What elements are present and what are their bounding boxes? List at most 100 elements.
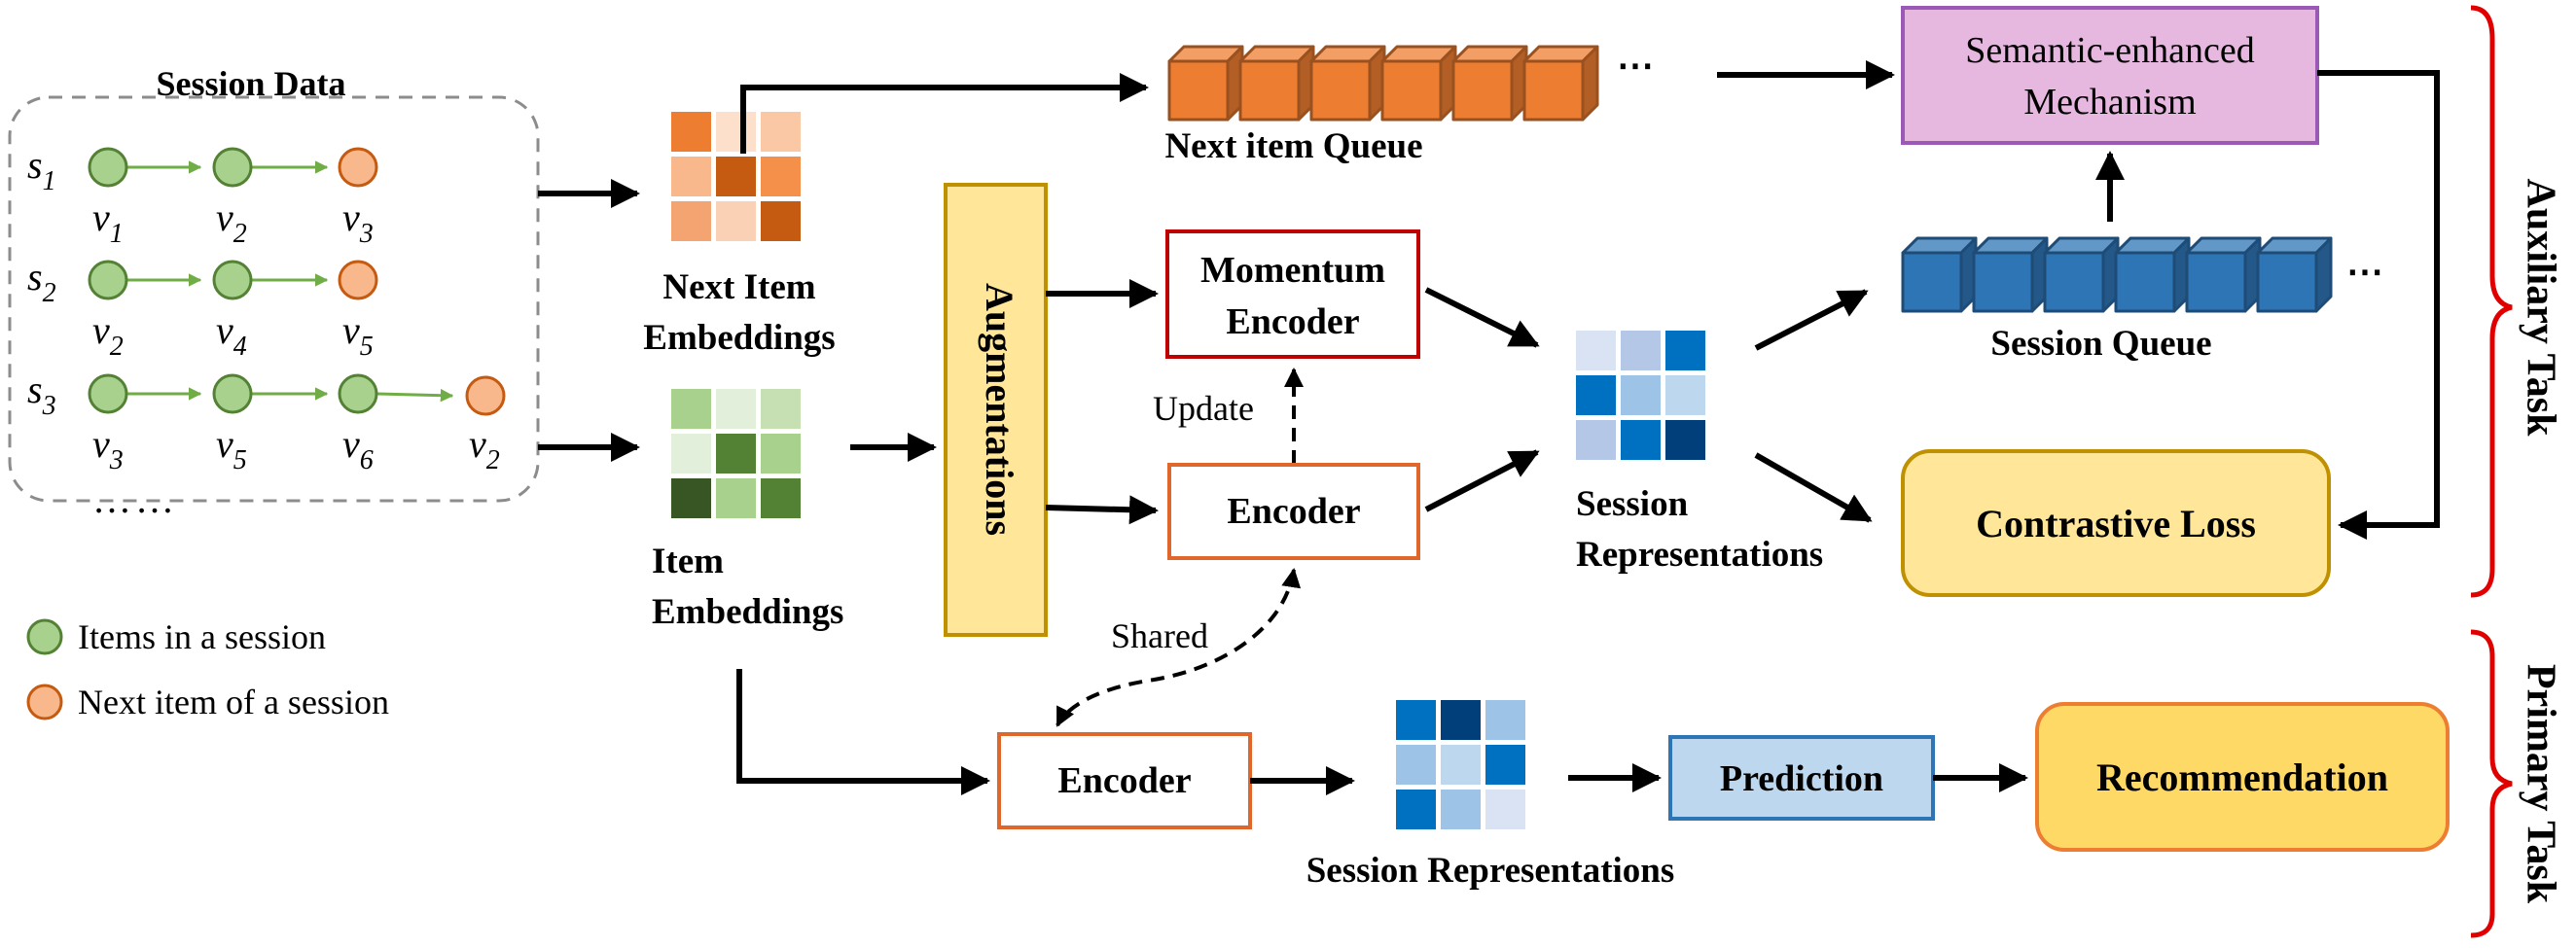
legend-items-label: Items in a session <box>78 617 326 656</box>
queue-cube <box>1451 45 1528 122</box>
queue-cube-face <box>2114 251 2176 313</box>
matrix-cell <box>1621 420 1661 460</box>
session-queue-label: Session Queue <box>1990 324 2211 364</box>
auxiliary-brace <box>2470 5 2513 598</box>
legend-next-label: Next item of a session <box>78 683 389 721</box>
item-label: v5 <box>216 422 247 475</box>
matrix-cell <box>671 201 711 241</box>
matrix-cell <box>1665 420 1705 460</box>
arrow-reps-to-loss <box>1754 452 1873 523</box>
queue-cube-face <box>1522 59 1585 122</box>
item-label: v5 <box>342 308 374 362</box>
contrastive-loss-box <box>1901 449 2331 597</box>
next-item-queue <box>1167 45 1599 122</box>
matrix-cell <box>716 434 756 474</box>
momentum-encoder-box <box>1165 229 1420 359</box>
legend-green-node <box>26 618 63 655</box>
next-item-node <box>338 260 378 300</box>
primary-task-label: Primary Task <box>2518 664 2562 904</box>
next-queue-ellipsis: ⋯ <box>1617 46 1654 87</box>
queue-cube <box>1901 236 1978 313</box>
encoder-label: Encoder <box>1227 491 1360 532</box>
session-item-node <box>212 260 253 300</box>
queue-cube-face <box>2185 251 2247 313</box>
matrix-cell <box>761 434 801 474</box>
item-label: v2 <box>216 195 247 249</box>
legend: Items in a session Next item of a sessio… <box>26 617 389 721</box>
arrow-next-emb-to-queue <box>740 73 1149 154</box>
item-label: v3 <box>92 422 124 475</box>
recommendation-label: Recommendation <box>2096 755 2388 799</box>
arrow-momentum-to-reps <box>1424 287 1540 348</box>
session-data-panel: Session Data s1 v1 v2 v3 s2 v2 v4 v5 <box>8 64 540 521</box>
aux-reps-label-1: Session <box>1576 484 1689 524</box>
matrix-cell <box>1621 331 1661 370</box>
matrix-cell <box>761 112 801 152</box>
queue-cube <box>2185 236 2262 313</box>
queue-cube-face <box>2256 251 2318 313</box>
matrix-cell <box>671 389 711 429</box>
matrix-cell <box>716 201 756 241</box>
matrix-cell <box>671 157 711 196</box>
shared-label: Shared <box>1111 616 1208 655</box>
next-item-embedding-matrix <box>671 112 801 241</box>
auxiliary-task-label: Auxiliary Task <box>2518 179 2562 438</box>
session-label-2: s2 <box>27 255 56 308</box>
queue-cube <box>1380 45 1457 122</box>
recommendation-box <box>2035 702 2450 852</box>
item-embedding-matrix <box>671 389 801 518</box>
queue-cube-face <box>1972 251 2034 313</box>
aux-reps-label-2: Representations <box>1576 535 1823 575</box>
matrix-cell <box>716 157 756 196</box>
session-data-title: Session Data <box>156 64 345 103</box>
prediction-label: Prediction <box>1720 758 1883 799</box>
sequence-arrow <box>376 388 454 403</box>
session-item-node <box>338 373 378 414</box>
session-item-node <box>212 147 253 188</box>
item-label: v3 <box>342 195 374 249</box>
session-queue <box>1901 236 2333 313</box>
matrix-cell <box>671 478 711 518</box>
matrix-cell <box>716 478 756 518</box>
matrix-cell <box>1485 790 1525 829</box>
arrow-item-emb-to-primary-encoder <box>736 669 990 795</box>
matrix-cell <box>1485 745 1525 785</box>
matrix-cell <box>1665 331 1705 370</box>
queue-cube <box>2256 236 2333 313</box>
primary-reps-label: Session Representations <box>1306 851 1675 891</box>
session-data-border <box>8 95 540 503</box>
queue-cube-face <box>1380 59 1443 122</box>
session-row-1: s1 v1 v2 v3 <box>27 143 378 249</box>
next-item-queue-label: Next item Queue <box>1164 126 1422 166</box>
matrix-cell <box>671 112 711 152</box>
semantic-enhanced-mechanism-box <box>1901 6 2319 145</box>
queue-cube-face <box>2314 236 2333 313</box>
matrix-cell <box>1485 700 1525 740</box>
contrastive-loss-label: Contrastive Loss <box>1976 502 2256 545</box>
next-item-embeddings-label-2: Embeddings <box>643 318 835 358</box>
momentum-encoder-label-2: Encoder <box>1226 301 1359 342</box>
item-label: v6 <box>342 422 374 475</box>
queue-cube-face <box>1167 59 1230 122</box>
augmentations-label: Augmentations <box>978 283 1021 536</box>
session-ellipsis: …… <box>92 477 178 521</box>
matrix-cell <box>761 157 801 196</box>
session-label-1: s1 <box>27 143 56 196</box>
session-item-node <box>88 147 128 188</box>
queue-cube <box>2114 236 2191 313</box>
next-item-node <box>465 375 506 416</box>
item-label: v4 <box>216 308 247 362</box>
session-row-2: s2 v2 v4 v5 <box>27 255 378 362</box>
session-item-node <box>212 373 253 414</box>
queue-cube-face <box>2043 251 2105 313</box>
matrix-cell <box>716 389 756 429</box>
matrix-cell <box>1396 745 1436 785</box>
item-label: v2 <box>469 422 500 475</box>
matrix-cell <box>1576 331 1616 370</box>
matrix-cell <box>1441 700 1481 740</box>
matrix-cell <box>761 389 801 429</box>
matrix-cell <box>1441 745 1481 785</box>
arrow-semantic-to-loss <box>2317 70 2440 540</box>
queue-cube-face <box>1581 45 1599 122</box>
